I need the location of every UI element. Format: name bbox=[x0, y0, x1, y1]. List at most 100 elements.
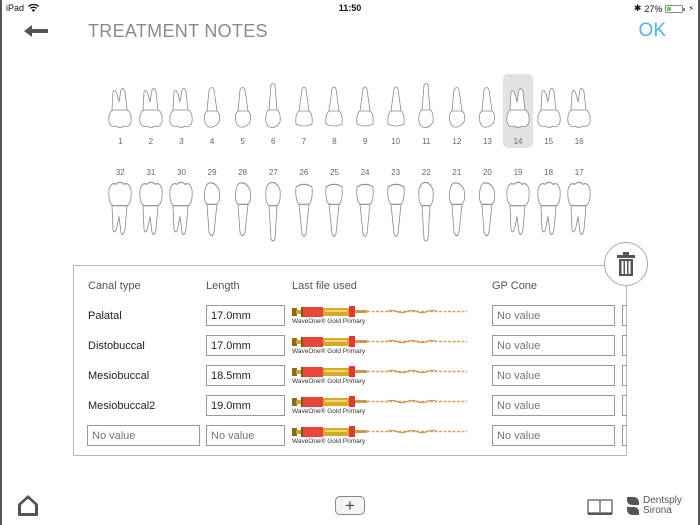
tooth-14[interactable]: 14 bbox=[502, 74, 534, 148]
gp-cone-input[interactable] bbox=[492, 335, 615, 356]
tooth-5[interactable]: 5 bbox=[227, 74, 258, 148]
tooth-13[interactable]: 13 bbox=[472, 74, 503, 148]
tooth-number: 3 bbox=[179, 137, 184, 146]
tooth-number: 11 bbox=[422, 137, 431, 146]
tooth-21[interactable]: 21 bbox=[442, 168, 473, 248]
canal-type-label: Mesiobuccal bbox=[88, 370, 150, 382]
next-column-field-edge[interactable] bbox=[622, 395, 627, 416]
tooth-31[interactable]: 31 bbox=[136, 168, 167, 248]
file-name-label: WaveOne® Gold Primary bbox=[292, 378, 366, 385]
tooth-2[interactable]: 2 bbox=[136, 74, 167, 148]
tooth-25[interactable]: 25 bbox=[319, 168, 350, 248]
length-input[interactable]: 17.0mm bbox=[206, 335, 285, 356]
tooth-number: 32 bbox=[115, 168, 125, 177]
brand-logo: Dentsply Sirona bbox=[626, 496, 682, 516]
next-column-field-edge[interactable] bbox=[622, 335, 627, 356]
tooth-11[interactable]: 11 bbox=[411, 74, 442, 148]
canine-tooth-icon bbox=[411, 82, 441, 137]
tooth-number: 2 bbox=[148, 137, 154, 146]
back-button[interactable] bbox=[22, 22, 50, 40]
column-header-length: Length bbox=[206, 280, 240, 292]
tooth-22[interactable]: 22 bbox=[411, 168, 442, 248]
endodontic-file-icon bbox=[292, 396, 472, 413]
gp-cone-input[interactable] bbox=[492, 305, 615, 326]
tooth-number: 24 bbox=[360, 168, 370, 177]
tooth-18[interactable]: 18 bbox=[533, 168, 564, 248]
tooth-1[interactable]: 1 bbox=[105, 74, 136, 148]
tooth-27[interactable]: 27 bbox=[258, 168, 289, 248]
length-input[interactable]: 19.0mm bbox=[206, 395, 285, 416]
file-selector[interactable] bbox=[292, 425, 472, 449]
device-frame-right bbox=[698, 0, 700, 525]
molar-tooth-icon bbox=[564, 179, 594, 248]
canal-type-input[interactable] bbox=[87, 425, 200, 446]
tooth-17[interactable]: 17 bbox=[564, 168, 595, 248]
ok-button[interactable]: OK bbox=[638, 20, 666, 41]
tooth-number: 16 bbox=[574, 137, 584, 146]
tooth-29[interactable]: 29 bbox=[197, 168, 228, 248]
tooth-6[interactable]: 6 bbox=[258, 74, 289, 148]
gp-cone-input[interactable] bbox=[492, 365, 615, 386]
tooth-15[interactable]: 15 bbox=[533, 74, 564, 148]
tooth-number: 8 bbox=[332, 137, 337, 146]
file-selector[interactable] bbox=[292, 395, 472, 419]
tooth-number: 15 bbox=[544, 137, 554, 146]
tooth-3[interactable]: 3 bbox=[166, 74, 197, 148]
premolar-tooth-icon bbox=[442, 179, 472, 248]
tooth-number: 6 bbox=[271, 137, 276, 146]
molar-tooth-icon bbox=[503, 82, 533, 137]
tooth-24[interactable]: 24 bbox=[350, 168, 381, 248]
tooth-19[interactable]: 19 bbox=[503, 168, 534, 248]
wifi-icon bbox=[28, 4, 40, 12]
next-column-field-edge[interactable] bbox=[622, 425, 627, 446]
home-icon bbox=[18, 495, 38, 516]
next-column-field-edge[interactable] bbox=[622, 305, 627, 326]
gp-cone-input[interactable] bbox=[492, 395, 615, 416]
tooth-20[interactable]: 20 bbox=[472, 168, 503, 248]
molar-tooth-icon bbox=[534, 179, 564, 248]
file-selector[interactable] bbox=[292, 365, 472, 389]
length-input[interactable] bbox=[206, 425, 285, 446]
home-button[interactable] bbox=[16, 493, 40, 517]
tooth-number: 1 bbox=[118, 137, 123, 146]
molar-tooth-icon bbox=[136, 82, 166, 137]
tooth-number: 23 bbox=[391, 168, 401, 177]
tooth-7[interactable]: 7 bbox=[289, 74, 320, 148]
tooth-number: 9 bbox=[362, 137, 368, 146]
delete-button[interactable] bbox=[604, 242, 648, 286]
file-name-label: WaveOne® Gold Primary bbox=[292, 348, 366, 355]
tooth-23[interactable]: 23 bbox=[380, 168, 411, 248]
length-input[interactable]: 17.0mm bbox=[206, 305, 285, 326]
tooth-number: 13 bbox=[482, 137, 492, 146]
tooth-number: 31 bbox=[146, 168, 156, 177]
tooth-10[interactable]: 10 bbox=[380, 74, 411, 148]
tooth-number: 29 bbox=[207, 168, 217, 177]
tooth-9[interactable]: 9 bbox=[350, 74, 381, 148]
canal-type-label: Palatal bbox=[88, 310, 122, 322]
gp-cone-input[interactable] bbox=[492, 425, 615, 446]
tooth-30[interactable]: 30 bbox=[166, 168, 197, 248]
file-selector[interactable] bbox=[292, 305, 472, 329]
tooth-32[interactable]: 32 bbox=[105, 168, 136, 248]
add-button[interactable]: + bbox=[335, 496, 365, 515]
device-frame-left bbox=[0, 0, 2, 525]
tooth-28[interactable]: 28 bbox=[227, 168, 258, 248]
tooth-8[interactable]: 8 bbox=[319, 74, 350, 148]
status-bar: iPad 11:50 ✱ 27% ⚡ bbox=[0, 0, 700, 16]
manual-button[interactable] bbox=[587, 497, 613, 516]
length-input[interactable]: 18.5mm bbox=[206, 365, 285, 386]
clock: 11:50 bbox=[338, 3, 362, 13]
tooth-12[interactable]: 12 bbox=[442, 74, 473, 148]
molar-tooth-icon bbox=[534, 82, 564, 137]
battery-percent: 27% bbox=[644, 3, 663, 14]
file-name-label: WaveOne® Gold Primary bbox=[292, 318, 366, 325]
tooth-26[interactable]: 26 bbox=[289, 168, 320, 248]
next-column-field-edge[interactable] bbox=[622, 365, 627, 386]
tooth-16[interactable]: 16 bbox=[564, 74, 595, 148]
plus-icon: + bbox=[345, 496, 355, 515]
tooth-4[interactable]: 4 bbox=[197, 74, 228, 148]
tooth-number: 12 bbox=[452, 137, 462, 146]
file-selector[interactable] bbox=[292, 335, 472, 359]
